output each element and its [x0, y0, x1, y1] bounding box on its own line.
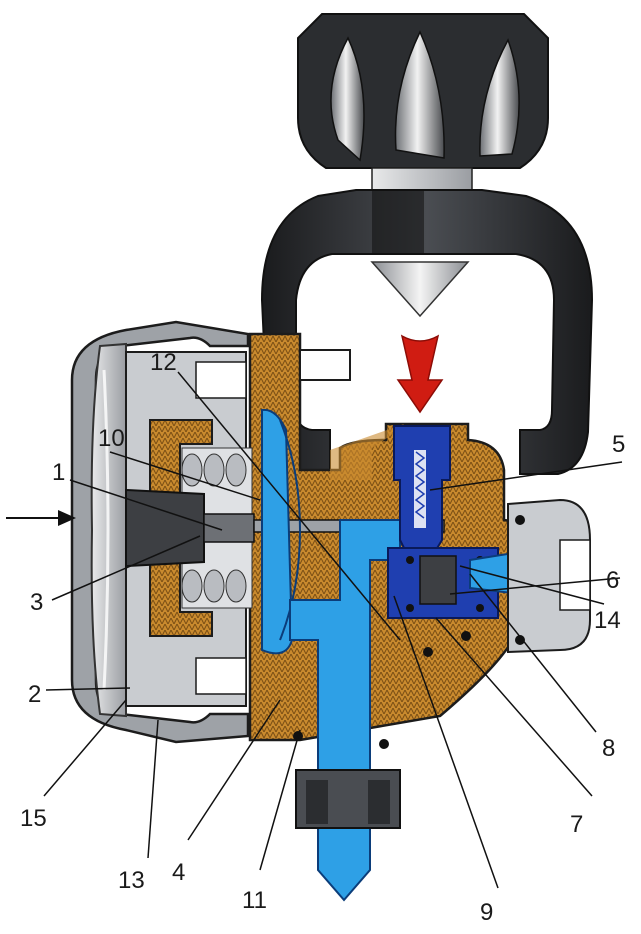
- hp-port-body: [507, 498, 591, 654]
- airflow-arrow: [6, 510, 76, 526]
- callout-8: 8: [602, 735, 615, 762]
- o-rings: [293, 515, 525, 749]
- front-cap: [90, 342, 127, 718]
- callout-14: 14: [594, 607, 621, 634]
- callout-12: 12: [150, 349, 177, 376]
- callout-6: 6: [606, 567, 619, 594]
- callout-3: 3: [30, 589, 43, 616]
- pressure-arrow-red: [396, 334, 444, 414]
- low-pressure-chamber: [289, 519, 401, 902]
- callout-4: 4: [172, 859, 185, 886]
- callout-5: 5: [612, 431, 625, 458]
- spring-retainer: [149, 419, 213, 637]
- leader-lines: [43, 371, 623, 889]
- hose-fitting: [295, 769, 401, 829]
- callout-9: 9: [480, 899, 493, 926]
- callout-10: 10: [98, 425, 125, 452]
- housing-shell: [70, 320, 250, 744]
- callout-2: 2: [28, 681, 41, 708]
- yoke-knob: [297, 13, 549, 169]
- callout-13: 13: [118, 867, 145, 894]
- callout-7: 7: [570, 811, 583, 838]
- callout-labels: 1 2 3 4 5 6 7 8 9 10 11 12 13 14 15: [20, 349, 625, 926]
- high-pressure-passage: [393, 425, 451, 561]
- yoke-screw-collar: [371, 167, 473, 191]
- yoke-cone-tip: [370, 261, 470, 318]
- callout-1: 1: [52, 459, 65, 486]
- callout-15: 15: [20, 805, 47, 832]
- callout-11: 11: [242, 887, 267, 914]
